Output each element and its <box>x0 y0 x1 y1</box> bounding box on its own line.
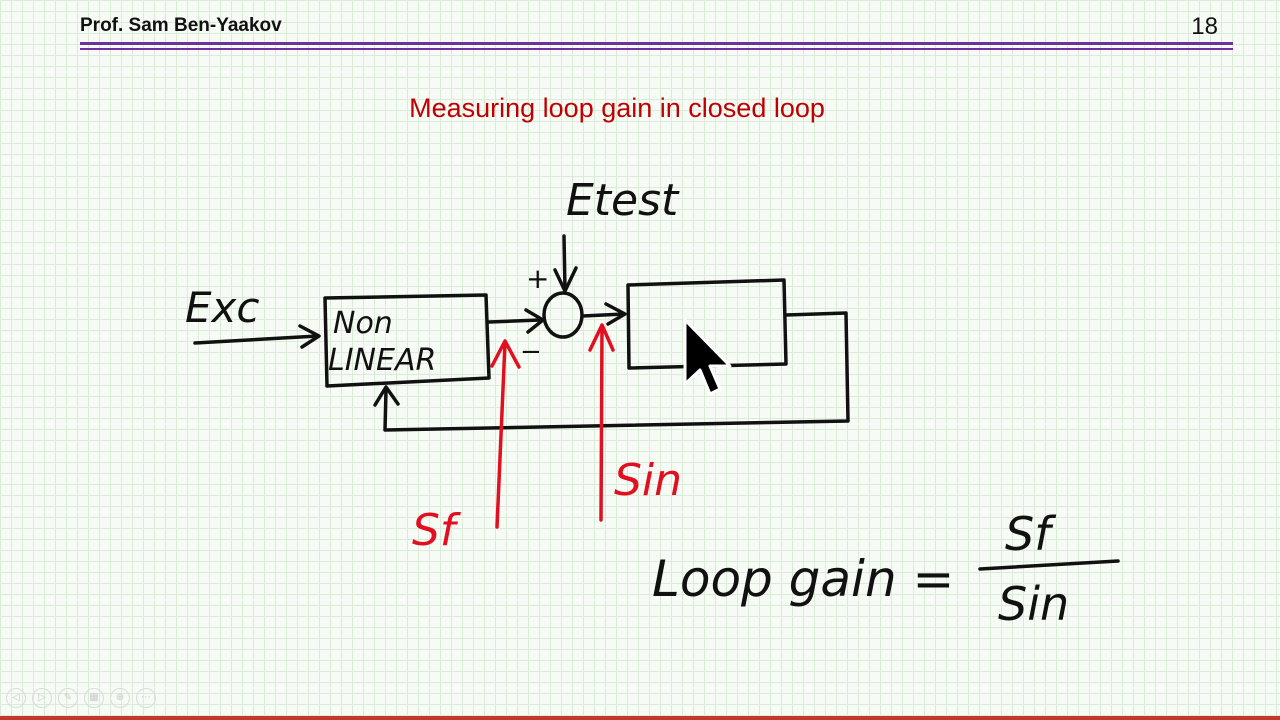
input-arrowhead <box>298 324 321 349</box>
equation-lhs: Loop gain = <box>652 550 954 608</box>
exc-label: Exc <box>185 283 259 332</box>
plus-sign: + <box>526 262 549 295</box>
block-label-line2: LINEAR <box>328 343 436 378</box>
mouse-cursor-icon <box>683 318 732 396</box>
etest-arrow <box>562 234 567 292</box>
plant-block <box>626 278 788 370</box>
plant-arrowhead <box>604 302 627 326</box>
slides-icon[interactable]: ▦ <box>84 688 104 708</box>
bottom-bar <box>0 716 1280 720</box>
probe-f-arrowhead <box>490 339 521 369</box>
next-icon[interactable]: ▷ <box>32 688 52 708</box>
etest-label: Etest <box>566 175 680 226</box>
minus-sign: − <box>520 337 542 367</box>
block-to-sum-line <box>487 318 542 324</box>
block-label-line1: Non <box>333 306 393 341</box>
prev-icon[interactable]: ◁ <box>6 688 26 708</box>
equation-numerator: Sf <box>1005 507 1056 561</box>
probe-in-arrow <box>599 324 604 522</box>
slide-number: 18 <box>1191 13 1218 40</box>
probe-in-label: Sin <box>614 455 682 506</box>
probe-f-label: Sf <box>412 505 462 556</box>
more-icon[interactable]: ⋯ <box>136 688 156 708</box>
feedback-path <box>383 311 850 432</box>
slide-title: Measuring loop gain in closed loop <box>409 93 825 123</box>
author-name: Prof. Sam Ben-Yaakov <box>80 15 282 36</box>
probe-in-arrowhead <box>588 323 615 352</box>
slideshow-controls[interactable]: ◁ ▷ ✎ ▦ ⊕ ⋯ <box>6 688 156 708</box>
etest-arrowhead <box>553 266 578 293</box>
input-arrow <box>193 334 320 345</box>
header-rule-thin <box>80 48 1233 50</box>
summing-junction <box>542 291 584 339</box>
fraction-bar <box>978 559 1120 571</box>
nonlinear-block <box>323 293 491 388</box>
zoom-icon[interactable]: ⊕ <box>110 688 130 708</box>
pen-icon[interactable]: ✎ <box>58 688 78 708</box>
equation-denominator: Sin <box>998 577 1069 631</box>
feedback-arrowhead <box>373 385 400 407</box>
probe-f-arrow <box>495 341 507 529</box>
header-rule <box>80 42 1233 45</box>
sum-to-plant-line <box>581 312 626 318</box>
